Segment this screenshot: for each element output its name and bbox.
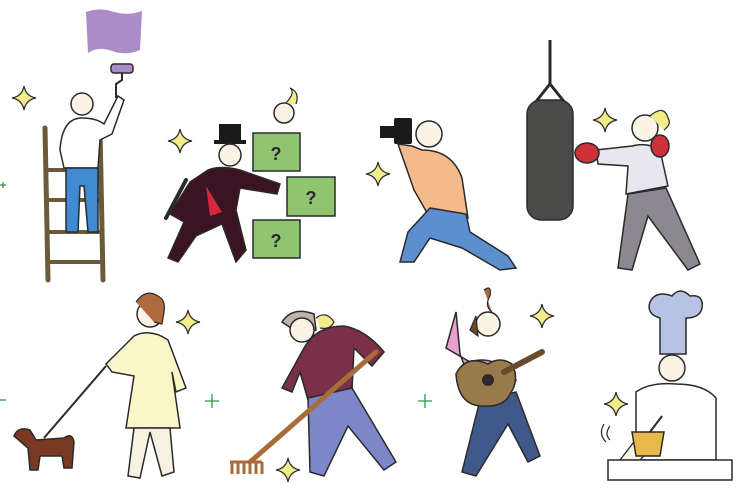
photographer-illustration [365, 118, 518, 271]
chef-illustration [600, 290, 733, 481]
mystery-box: ? [252, 132, 301, 172]
sparkle-icon [11, 85, 37, 111]
sparkle-icon [175, 309, 201, 335]
boxer-illustration [526, 40, 701, 271]
dog-walker-illustration [13, 292, 201, 479]
paint-patch [86, 9, 142, 54]
svg-text:?: ? [271, 231, 282, 251]
svg-text:?: ? [271, 144, 282, 164]
sparkle-icon [365, 161, 391, 187]
sparkle-icon [592, 107, 618, 133]
sparkle-icon [167, 128, 193, 154]
rake-handle [247, 349, 379, 465]
mystery-box: ? [286, 176, 336, 217]
sparkle-icon [275, 457, 301, 483]
guitarist-illustration [445, 287, 555, 477]
sparkle-icon [529, 303, 555, 329]
sparkle-icon [603, 391, 629, 417]
svg-text:?: ? [306, 188, 317, 208]
boxing-glove [650, 134, 670, 158]
dog [13, 428, 75, 471]
boxing-glove [574, 142, 600, 164]
punching-bag [526, 99, 574, 221]
mystery-box: ? [252, 219, 301, 259]
gardener-illustration [230, 310, 398, 483]
painter-illustration [11, 9, 142, 283]
magician-illustration: ? ? ? [164, 87, 336, 264]
